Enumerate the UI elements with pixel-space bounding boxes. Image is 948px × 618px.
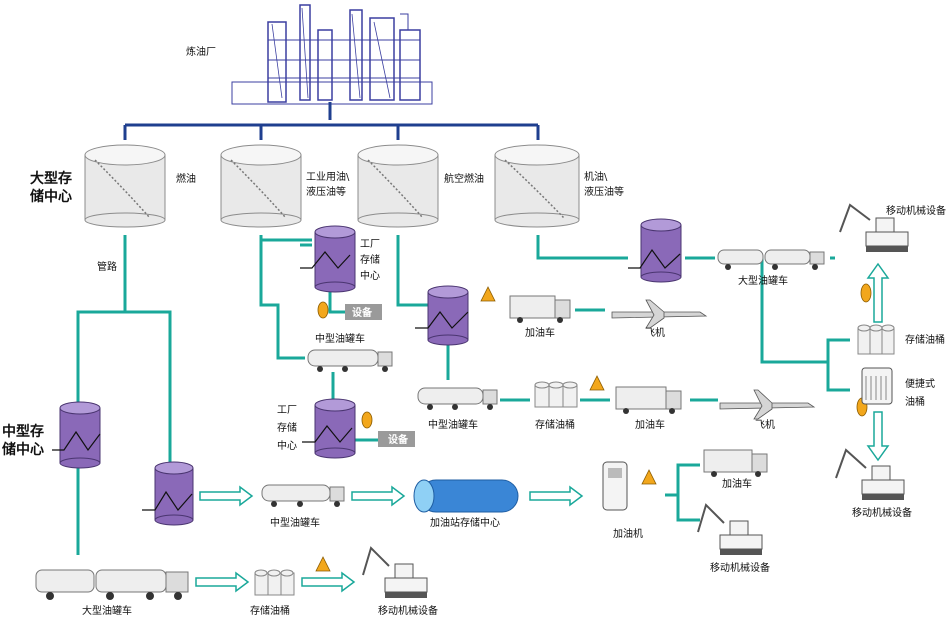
storage-drums-icon (254, 569, 295, 596)
medium-storage-tank (52, 401, 101, 469)
excavator-icon (697, 503, 763, 555)
portable-drum-label-1: 便捷式 (905, 377, 935, 390)
fuel-dispenser-label: 加油机 (613, 527, 643, 540)
factory-storage2-label-3: 中心 (277, 439, 297, 452)
flow-arrow-icon (351, 485, 406, 507)
warning-triangle-icon (480, 286, 496, 302)
large-storage-tank-fuel (84, 144, 166, 228)
gas-station-storage-label: 加油站存储中心 (430, 516, 500, 529)
aviation-storage-tank (415, 285, 469, 346)
factory-storage-label-3: 中心 (360, 269, 380, 282)
refuel-truck-label-3: 加油车 (722, 477, 752, 490)
mobile-machinery-label-right: 移动机械设备 (852, 506, 912, 519)
warning-triangle-icon (589, 375, 605, 391)
device-label: 设备 (352, 306, 373, 319)
mobile-machinery-label-bottom: 移动机械设备 (378, 604, 438, 617)
storage-drums-icon (534, 381, 578, 408)
pipeline-engine-oil (536, 235, 835, 260)
factory-storage2-label-1: 工厂 (277, 405, 297, 416)
engine-oil-storage-tank (628, 218, 682, 283)
factory-storage2-label-2: 存储 (277, 421, 297, 434)
large-storage-tank-aviation (357, 144, 439, 228)
storage-drum-label-bottom: 存储油桶 (250, 604, 290, 617)
airplane-label-1: 飞机 (645, 326, 665, 339)
medium-storage-center-label-1: 中型存 (2, 423, 44, 440)
device-button[interactable] (378, 431, 415, 447)
large-storage-center-label-1: 大型存 (30, 170, 72, 187)
pipeline-aviation (396, 235, 428, 307)
flow-arrow-icon (199, 485, 254, 507)
mobile-machinery-label-top: 移动机械设备 (886, 204, 946, 217)
fuel-oil-label: 燃油 (176, 172, 196, 185)
airplane-icon (719, 389, 816, 420)
factory-storage-tank-2 (302, 398, 356, 459)
warning-oval-icon (361, 411, 373, 429)
storage-drums-icon (857, 324, 895, 355)
refuel-truck-icon (615, 386, 682, 414)
refuel-truck-label-1: 加油车 (525, 326, 555, 339)
pipeline-right-branch (760, 258, 850, 392)
industrial-oil-label-2: 液压油等 (306, 185, 346, 198)
refuel-truck-icon (509, 295, 571, 323)
medium-tanker-label-2: 中型油罐车 (428, 418, 478, 431)
excavator-icon (839, 203, 909, 252)
distribution-storage-tank (142, 461, 194, 526)
flow-arrow-icon (301, 571, 356, 593)
storage-drum-label-mid: 存储油桶 (535, 418, 575, 431)
medium-tanker-label-1: 中型油罐车 (315, 332, 365, 345)
large-storage-tank-industrial (220, 144, 302, 228)
excavator-icon (362, 546, 428, 598)
factory-storage-label-2: 存储 (360, 253, 380, 266)
device-button[interactable] (345, 304, 382, 320)
portable-drum-icon (861, 367, 893, 405)
large-storage-tank-engine-oil (494, 144, 580, 228)
large-tanker-truck-icon (717, 249, 825, 270)
refinery-icon (231, 4, 433, 105)
refuel-truck-label-2: 加油车 (635, 418, 665, 431)
flow-arrow-up-icon (866, 262, 890, 323)
refinery-distribution-pipe (123, 102, 540, 140)
warning-triangle-icon (315, 556, 331, 572)
pipeline-label: 管路 (97, 260, 117, 273)
gas-station-storage-tank-icon (413, 479, 519, 513)
factory-storage-label-1: 工厂 (360, 239, 380, 250)
warning-triangle-icon (641, 469, 657, 485)
pipeline-industrial (259, 235, 312, 360)
medium-tanker-label-3: 中型油罐车 (270, 516, 320, 529)
medium-tanker-truck-icon (261, 484, 345, 507)
storage-drum-label-right: 存储油桶 (905, 333, 945, 346)
engine-oil-label-2: 液压油等 (584, 185, 624, 198)
refuel-truck-icon (703, 449, 768, 477)
medium-tanker-truck-icon (417, 387, 498, 410)
medium-tanker-truck-icon (307, 349, 393, 372)
pipeline-fuel-to-medium (76, 235, 172, 465)
flow-arrow-icon (529, 485, 584, 507)
fuel-dispenser-icon (602, 461, 628, 511)
pipeline-factory-to-device (328, 290, 345, 314)
warning-oval-icon (317, 301, 329, 319)
excavator-icon (835, 448, 905, 500)
pipeline-dispenser-branch (665, 463, 700, 522)
medium-storage-center-label-2: 储中心 (1, 441, 44, 458)
large-tanker-label-top: 大型油罐车 (738, 274, 788, 287)
refinery-label: 炼油厂 (186, 45, 216, 58)
flow-arrow-icon (195, 571, 250, 593)
large-tanker-label-bottom: 大型油罐车 (82, 604, 132, 617)
device-label-2: 设备 (388, 433, 409, 446)
airplane-icon (611, 299, 708, 329)
large-storage-center-label-2: 储中心 (29, 188, 72, 205)
airplane-label-2: 飞机 (755, 418, 775, 431)
flow-arrow-down-icon (866, 411, 890, 462)
industrial-oil-label-1: 工业用油\ (306, 170, 350, 183)
large-tanker-truck-icon (35, 569, 189, 600)
warning-oval-icon (860, 283, 872, 303)
engine-oil-label-1: 机油\ (584, 170, 608, 183)
factory-storage-tank (300, 225, 356, 293)
mobile-machinery-label-mid: 移动机械设备 (710, 561, 770, 574)
portable-drum-label-2: 油桶 (905, 395, 925, 408)
aviation-fuel-label: 航空燃油 (444, 172, 484, 185)
